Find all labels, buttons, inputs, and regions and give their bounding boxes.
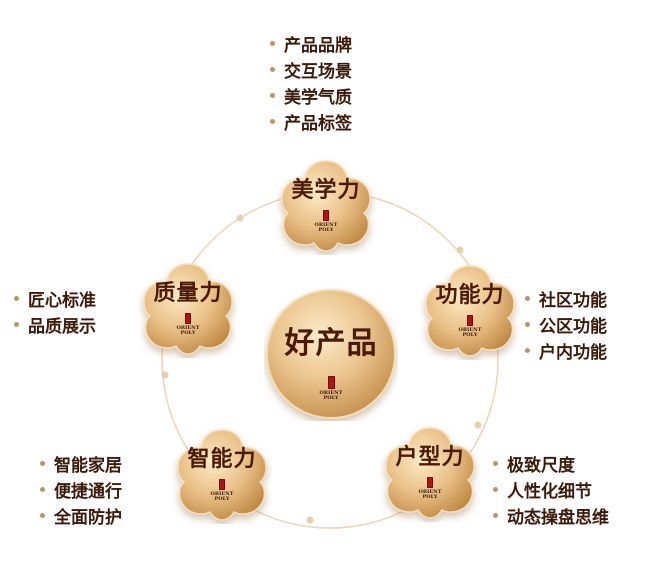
list-item: 品质展示 bbox=[14, 311, 96, 337]
list-item-text: 智能家居 bbox=[54, 455, 122, 476]
node-smart: 智能力 ORIENT POLY bbox=[172, 424, 272, 524]
list-item-text: 极致尺度 bbox=[507, 455, 575, 476]
bullet-dot-icon bbox=[525, 295, 530, 301]
bullet-dot-icon bbox=[14, 321, 19, 327]
bullet-dot-icon bbox=[493, 460, 498, 466]
cloud-shape bbox=[143, 263, 233, 355]
node-label: 智能力 bbox=[187, 446, 257, 472]
list-item: 动态操盘思维 bbox=[493, 502, 609, 528]
logo-mark-icon bbox=[467, 314, 473, 326]
list-item-text: 产品标签 bbox=[284, 113, 352, 134]
logo-brand-text: ORIENT POLY bbox=[418, 488, 442, 500]
list-item-text: 人性化细节 bbox=[507, 481, 592, 502]
orient-poly-logo: ORIENT POLY bbox=[210, 478, 234, 502]
orient-poly-logo: ORIENT POLY bbox=[176, 312, 200, 336]
bullet-dot-icon bbox=[270, 118, 275, 124]
list-item-text: 便捷通行 bbox=[54, 481, 122, 502]
function-bullet-list: 社区功能 公区功能 户内功能 bbox=[525, 285, 607, 363]
list-item: 人性化细节 bbox=[493, 476, 609, 502]
logo-mark-icon bbox=[323, 209, 329, 221]
list-item: 匠心标准 bbox=[14, 285, 96, 311]
list-item: 交互场景 bbox=[270, 56, 352, 82]
node-quality: 质量力 ORIENT POLY bbox=[138, 258, 238, 358]
node-label: 户型力 bbox=[395, 444, 465, 470]
list-item-text: 交互场景 bbox=[284, 61, 352, 82]
bullet-dot-icon bbox=[40, 460, 45, 466]
bullet-dot-icon bbox=[493, 512, 498, 518]
logo-brand-text: ORIENT POLY bbox=[319, 389, 343, 401]
list-item: 全面防护 bbox=[40, 502, 122, 528]
node-aesthetics: 美学力 ORIENT POLY bbox=[276, 155, 376, 255]
logo-mark-icon bbox=[427, 476, 433, 488]
bullet-dot-icon bbox=[40, 486, 45, 492]
node-label: 美学力 bbox=[291, 177, 361, 203]
center-label: 好产品 bbox=[284, 325, 378, 361]
list-item: 智能家居 bbox=[40, 450, 122, 476]
list-item-text: 户内功能 bbox=[539, 342, 607, 363]
list-item-text: 品质展示 bbox=[28, 316, 96, 337]
node-label: 功能力 bbox=[435, 282, 505, 308]
orient-poly-logo: ORIENT POLY bbox=[314, 209, 338, 233]
center-disc bbox=[266, 289, 396, 419]
list-item: 美学气质 bbox=[270, 82, 352, 108]
list-item-text: 公区功能 bbox=[539, 316, 607, 337]
list-item-text: 全面防护 bbox=[54, 507, 122, 528]
logo-mark-icon bbox=[185, 312, 191, 324]
cloud-shape bbox=[425, 265, 515, 357]
list-item: 极致尺度 bbox=[493, 450, 609, 476]
layout-bullet-list: 极致尺度 人性化细节 动态操盘思维 bbox=[493, 450, 609, 528]
logo-mark-icon bbox=[327, 375, 335, 389]
logo-brand-text: ORIENT POLY bbox=[210, 490, 234, 502]
orient-poly-logo: ORIENT POLY bbox=[319, 375, 343, 401]
bullet-dot-icon bbox=[14, 295, 19, 301]
center-node-good-product: 好产品 ORIENT POLY bbox=[264, 287, 398, 421]
list-item-text: 匠心标准 bbox=[28, 290, 96, 311]
cloud-shape bbox=[385, 427, 475, 519]
node-layout: 户型力 ORIENT POLY bbox=[380, 422, 480, 522]
node-label: 质量力 bbox=[153, 280, 223, 306]
list-item: 社区功能 bbox=[525, 285, 607, 311]
logo-mark-icon bbox=[219, 478, 225, 490]
list-item: 产品标签 bbox=[270, 108, 352, 134]
bullet-dot-icon bbox=[40, 512, 45, 518]
orient-poly-logo: ORIENT POLY bbox=[458, 314, 482, 338]
logo-brand-text: ORIENT POLY bbox=[176, 324, 200, 336]
cloud-shape bbox=[281, 160, 371, 252]
bullet-dot-icon bbox=[493, 486, 498, 492]
list-item: 产品品牌 bbox=[270, 30, 352, 56]
list-item: 便捷通行 bbox=[40, 476, 122, 502]
bullet-dot-icon bbox=[270, 92, 275, 98]
logo-brand-text: ORIENT POLY bbox=[458, 326, 482, 338]
list-item-text: 动态操盘思维 bbox=[507, 507, 609, 528]
smart-bullet-list: 智能家居 便捷通行 全面防护 bbox=[40, 450, 122, 528]
node-function: 功能力 ORIENT POLY bbox=[420, 260, 520, 360]
bullet-dot-icon bbox=[270, 66, 275, 72]
orient-poly-logo: ORIENT POLY bbox=[418, 476, 442, 500]
list-item: 户内功能 bbox=[525, 337, 607, 363]
list-item: 公区功能 bbox=[525, 311, 607, 337]
bullet-dot-icon bbox=[525, 321, 530, 327]
bullet-dot-icon bbox=[270, 40, 275, 46]
logo-brand-text: ORIENT POLY bbox=[314, 221, 338, 233]
list-item-text: 产品品牌 bbox=[284, 35, 352, 56]
quality-bullet-list: 匠心标准 品质展示 bbox=[14, 285, 96, 337]
aesthetics-bullet-list: 产品品牌 交互场景 美学气质 产品标签 bbox=[270, 30, 352, 134]
list-item-text: 社区功能 bbox=[539, 290, 607, 311]
list-item-text: 美学气质 bbox=[284, 87, 352, 108]
cloud-shape bbox=[177, 429, 267, 521]
bullet-dot-icon bbox=[525, 347, 530, 353]
